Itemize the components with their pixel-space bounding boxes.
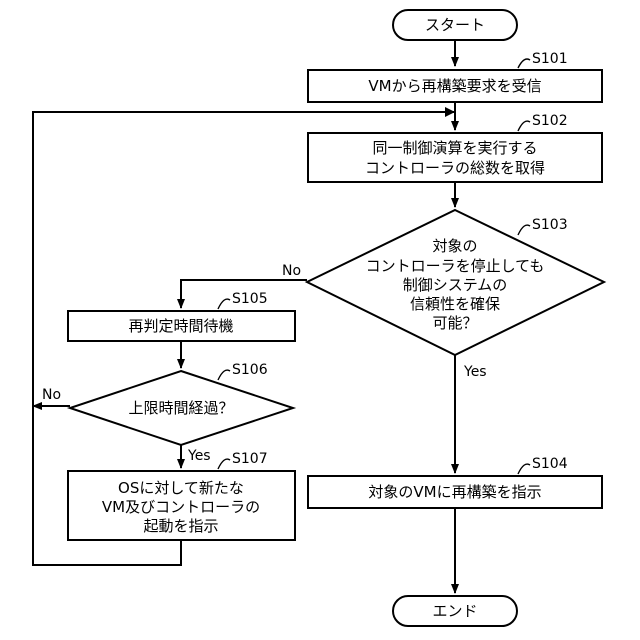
s106-leader xyxy=(218,370,230,380)
start-text: スタート xyxy=(425,16,485,34)
s104-leader xyxy=(518,464,530,474)
s102-text-line1: 同一制御演算を実行する xyxy=(372,139,537,157)
s105-text: 再判定時間待機 xyxy=(128,317,233,335)
loop-arrowhead xyxy=(445,107,455,117)
s103-text-line5: 可能？ xyxy=(432,314,477,332)
s106-label: S106 xyxy=(232,362,268,378)
s104-text: 対象のVMに再構築を指示 xyxy=(368,483,541,501)
s101-leader xyxy=(518,59,530,68)
s104-label: S104 xyxy=(532,456,568,472)
s101-label: S101 xyxy=(532,51,568,67)
s103-text-line4: 信頼性を確保 xyxy=(410,295,500,313)
s107-text-line2: VM及びコントローラの xyxy=(102,498,260,516)
s103-label: S103 xyxy=(532,217,568,233)
s105-label: S105 xyxy=(232,291,268,307)
s105-leader xyxy=(218,299,230,309)
s102-leader xyxy=(518,121,530,131)
s103-yes-label: Yes xyxy=(463,364,487,380)
s103-no-label: No xyxy=(282,263,301,279)
s106-no-label: No xyxy=(42,387,61,403)
s103-text-line1: 対象の xyxy=(432,237,477,255)
s103-leader xyxy=(518,225,530,235)
s106-yes-label: Yes xyxy=(187,448,211,464)
s107-text-line1: OSに対して新たな xyxy=(118,479,244,497)
decision-s103: 対象の コントローラを停止しても 制御システムの 信頼性を確保 可能？ S103… xyxy=(282,210,604,380)
end-terminal: エンド xyxy=(393,596,517,626)
s103-text-line3: 制御システムの xyxy=(403,276,508,294)
s101-text: VMから再構築要求を受信 xyxy=(368,77,541,95)
s102-text-line2: コントローラの総数を取得 xyxy=(365,159,545,177)
s102-label: S102 xyxy=(532,113,568,129)
end-text: エンド xyxy=(432,602,477,620)
s107-text-line3: 起動を指示 xyxy=(143,517,218,535)
s103-text-line2: コントローラを停止しても xyxy=(366,257,545,275)
s107-label: S107 xyxy=(232,451,268,467)
s106-text: 上限時間経過？ xyxy=(128,399,233,417)
decision-s106: 上限時間経過？ S106 No Yes xyxy=(42,362,293,464)
start-terminal: スタート xyxy=(393,10,517,40)
s107-leader xyxy=(218,459,230,469)
